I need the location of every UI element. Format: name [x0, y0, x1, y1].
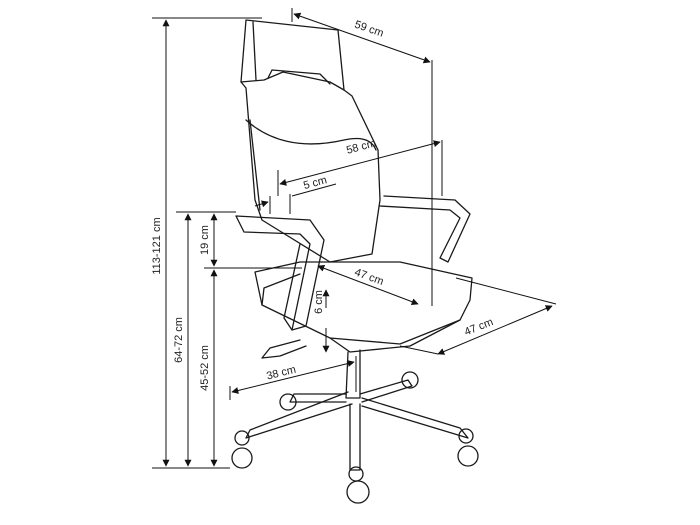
label-seat-depth: 47 cm [353, 266, 385, 288]
label-seat-thickness: 6 cm [313, 290, 325, 314]
label-armrest-height: 64-72 cm [173, 317, 185, 363]
seat-width-ext-a [455, 277, 557, 305]
gas-lift [345, 349, 361, 399]
backrest-width-line [279, 140, 441, 186]
base-leg-front-left [245, 391, 353, 439]
chair-illustration [231, 19, 479, 504]
label-seat-height: 45-52 cm [199, 345, 211, 391]
dimension-lines [152, 8, 557, 469]
caster-front-hub [348, 466, 364, 482]
caster-front [346, 480, 370, 504]
caster-back-right [401, 371, 419, 389]
headrest-handle [267, 69, 331, 85]
backrest-side [249, 119, 261, 211]
caster-front-right [457, 445, 479, 467]
seat-depth-line [317, 264, 419, 306]
overall-width-line [293, 12, 431, 64]
label-backrest-width: 58 cm [345, 137, 377, 156]
left-armrest-support [283, 243, 301, 331]
base-leg-front-right [361, 397, 469, 439]
base-leg-back-left [289, 393, 347, 403]
lumbar-line-a [254, 200, 269, 208]
seat-bottom [329, 319, 461, 353]
label-seat-to-armrest: 19 cm [199, 225, 211, 255]
caster-front-right-hub [458, 428, 474, 444]
caster-back-left [279, 393, 297, 411]
right-armrest [379, 195, 471, 263]
label-total-height: 113-121 cm [151, 217, 163, 274]
caster-front-left-hub [234, 430, 250, 446]
left-armrest [235, 215, 325, 331]
lumbar-line-b [291, 183, 337, 197]
backrest-shape [240, 81, 381, 263]
tilt-lever [261, 339, 307, 359]
seat-front [261, 273, 301, 306]
base-leg-front [349, 403, 361, 471]
label-seat-width: 47 cm [463, 316, 495, 338]
headrest-edge [252, 21, 257, 81]
seat-width-ext-b [399, 345, 439, 355]
seat-width-line [437, 305, 553, 355]
base-radius-line [231, 360, 355, 394]
caster-front-left [231, 447, 253, 469]
label-lumbar: 5 cm [302, 174, 328, 192]
base-leg-back-right [359, 379, 413, 403]
